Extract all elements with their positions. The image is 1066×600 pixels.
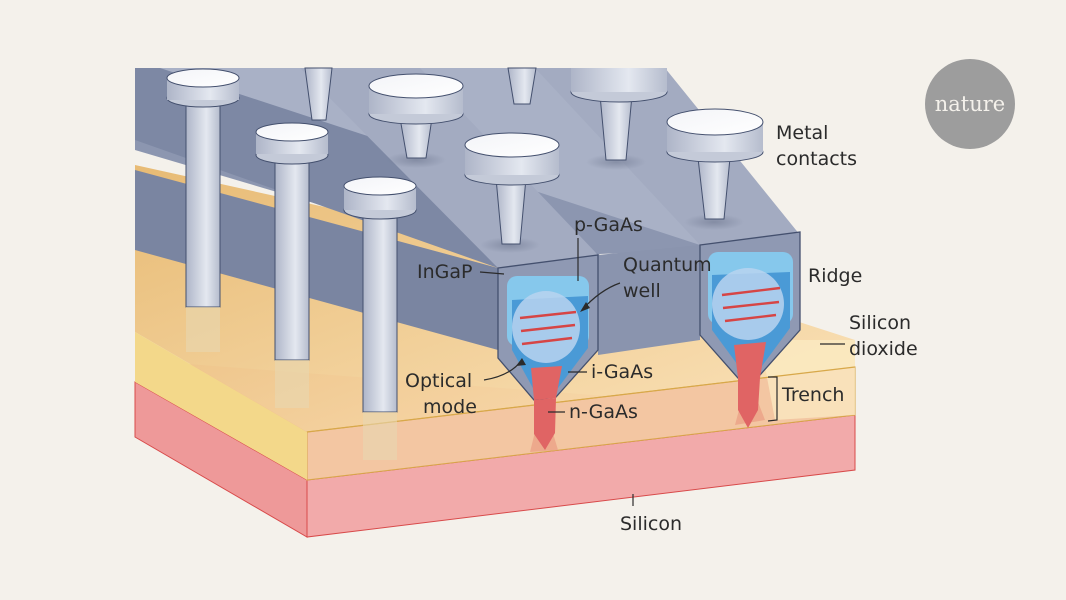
metal-contact xyxy=(464,132,560,253)
metal-pillar xyxy=(255,122,329,408)
metal-contact xyxy=(570,68,668,170)
i-gaas-label: i-GaAs xyxy=(591,361,653,383)
ridge-label: Ridge xyxy=(808,265,862,287)
ridge-cross-section-1 xyxy=(497,254,599,450)
silicon-label: Silicon xyxy=(620,513,682,535)
n-gaas-region xyxy=(531,366,562,400)
metal-pillar xyxy=(166,68,240,352)
logo-text: nature xyxy=(935,92,1005,116)
metal-contact xyxy=(666,108,764,230)
p-gaas-label: p-GaAs xyxy=(574,214,643,236)
metal-pillar xyxy=(343,176,417,460)
quantum-well-line xyxy=(519,310,577,320)
n-gaas-label: n-GaAs xyxy=(569,401,638,423)
metal-contact xyxy=(304,67,537,121)
optical-mode-2 xyxy=(712,268,784,340)
metal-contact xyxy=(368,73,464,168)
nature-logo: nature xyxy=(925,59,1015,149)
quantum-well-line xyxy=(520,323,576,333)
trench-label: Trench xyxy=(781,384,844,406)
ingap-label: InGaP xyxy=(417,261,472,283)
quantum-well-line xyxy=(521,336,573,346)
optical-mode-1 xyxy=(512,291,580,363)
